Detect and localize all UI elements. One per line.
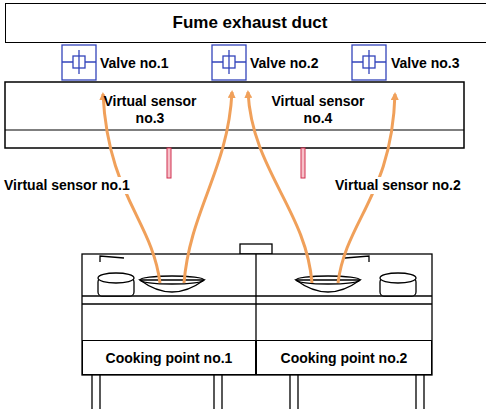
cooking-point-box: Cooking point no.1 bbox=[82, 340, 256, 375]
sensor-rod bbox=[167, 148, 171, 178]
duct-title: Fume exhaust duct bbox=[173, 13, 328, 33]
valve-label: Valve no.3 bbox=[391, 55, 459, 72]
cooking-point-label: Cooking point no.1 bbox=[106, 350, 233, 366]
valve-label: Valve no.2 bbox=[250, 55, 318, 72]
duct-box: Fume exhaust duct bbox=[5, 3, 486, 43]
hood-line bbox=[5, 129, 464, 130]
sensor-label: Virtual sensor no.2 bbox=[333, 177, 463, 194]
cooking-point-box: Cooking point no.2 bbox=[256, 340, 432, 375]
cooking-point-label: Cooking point no.2 bbox=[281, 350, 408, 366]
sensor-label: Virtual sensor no.3 bbox=[100, 93, 200, 127]
valve-symbols bbox=[62, 45, 386, 80]
valve-label: Valve no.1 bbox=[100, 55, 168, 72]
stove bbox=[82, 244, 432, 409]
sensor-label: Virtual sensor no.4 bbox=[268, 93, 368, 127]
sensor-label: Virtual sensor no.1 bbox=[2, 177, 132, 194]
sensor-rod bbox=[301, 148, 305, 178]
